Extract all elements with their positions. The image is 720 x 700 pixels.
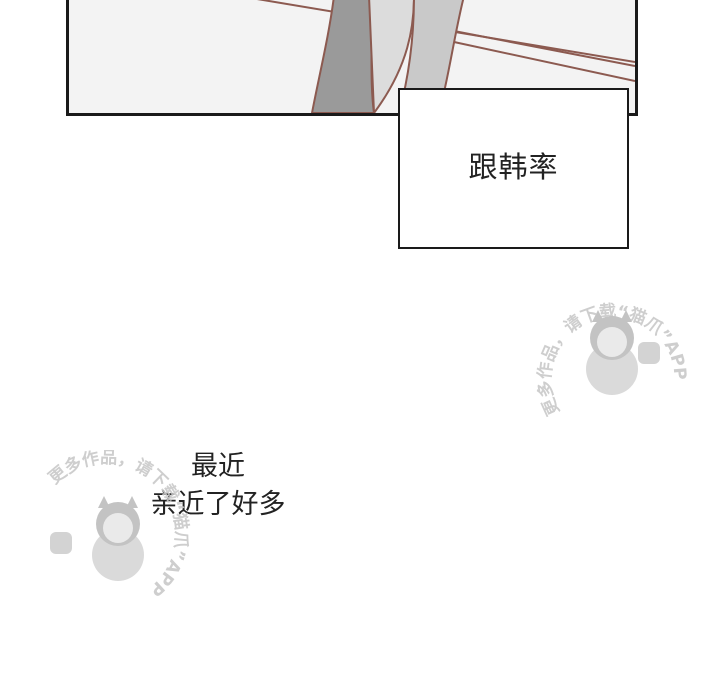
panel-illustration [69, 0, 635, 113]
dialogue-line-1: 最近 [191, 451, 245, 482]
cat-mascot-icon [586, 310, 660, 395]
dialogue: 最近 亲近了好多 [128, 448, 308, 524]
caption-text: 跟韩率 [468, 149, 559, 184]
watermark-logo-right: 更多作品，请下载“猫爪”APP [534, 301, 690, 419]
watermark-logo-left: 更多作品，请下载“猫爪”APP [45, 450, 192, 600]
caption-box: 跟韩率 [398, 88, 629, 249]
cat-mascot-icon [50, 496, 144, 581]
comic-panel [66, 0, 638, 116]
dialogue-line-2: 亲近了好多 [150, 489, 286, 520]
